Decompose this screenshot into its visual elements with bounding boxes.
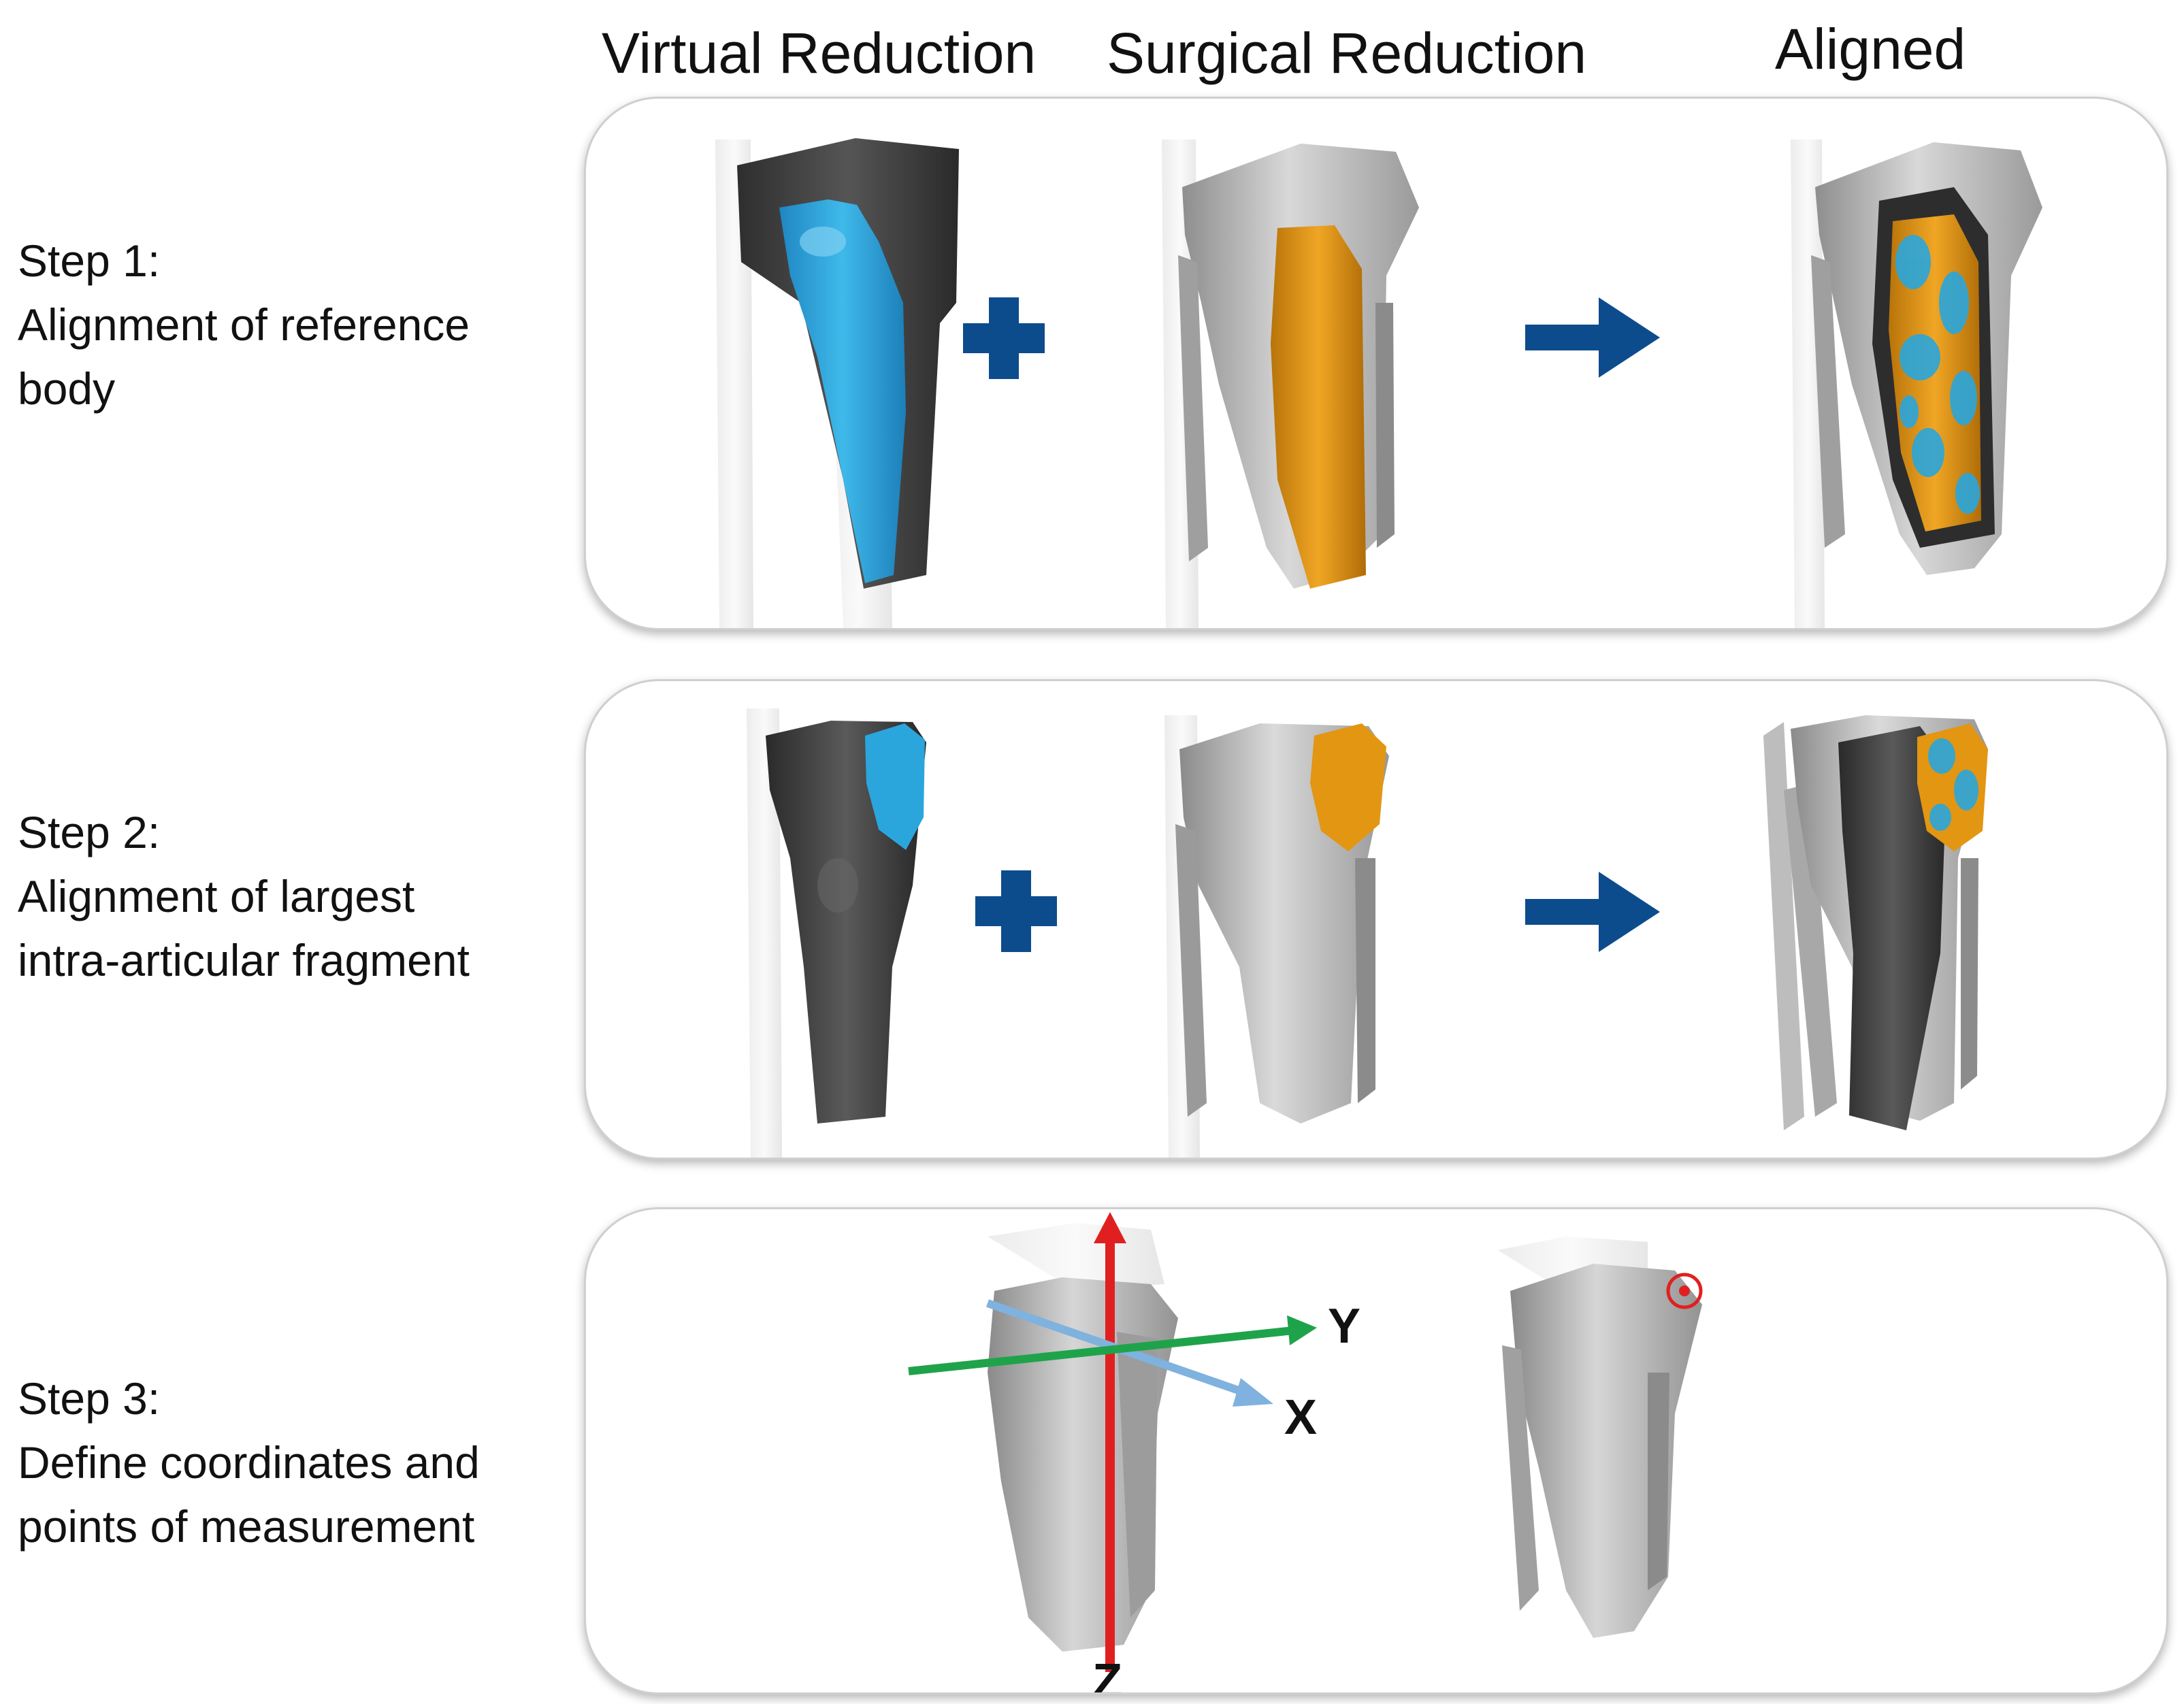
step-1-line-1: Alignment of reference [18, 299, 470, 350]
step-3-line-2: points of measurement [18, 1501, 475, 1552]
aligned-bone-1 [1791, 140, 2042, 628]
step-3-label: Step 3: Define coordinates and points of… [18, 1366, 480, 1558]
step-3-line-1: Define coordinates and [18, 1437, 480, 1488]
step-2-panel [584, 679, 2168, 1160]
step-3-title: Step 3: [18, 1373, 161, 1424]
step-1-title: Step 1: [18, 235, 161, 286]
aligned-bone-2 [1763, 715, 1988, 1130]
measurement-point-bone [1498, 1236, 1702, 1638]
plus-icon [963, 297, 1045, 379]
measurement-point-marker [1666, 1273, 1703, 1309]
x-axis-label: X [1284, 1390, 1317, 1445]
step-1-panel [584, 97, 2168, 630]
surgical-reduction-bone-2 [1164, 715, 1389, 1158]
column-heading-surgical-reduction: Surgical Reduction [1107, 21, 1587, 85]
step-2-line-2: intra-articular fragment [18, 935, 470, 985]
step-2-title: Step 2: [18, 807, 161, 857]
y-axis-label: Y [1328, 1299, 1360, 1354]
step-1-line-2: body [18, 363, 116, 414]
step-1-label: Step 1: Alignment of reference body [18, 229, 470, 421]
step-2-label: Step 2: Alignment of largest intra-artic… [18, 800, 470, 992]
coordinate-system-bone [988, 1223, 1178, 1652]
z-axis-label: Z [1092, 1654, 1122, 1692]
plus-icon [975, 870, 1057, 952]
arrow-right-icon [1525, 297, 1660, 378]
step-1-illustration [715, 138, 2042, 628]
step-3-panel: Y X Z [584, 1207, 2168, 1694]
step-2-illustration [747, 708, 1988, 1158]
arrow-right-icon [1525, 872, 1660, 952]
step-2-line-1: Alignment of largest [18, 871, 415, 921]
virtual-reduction-bone-1 [715, 138, 959, 628]
surgical-reduction-bone-1 [1162, 140, 1419, 628]
z-axis [1094, 1212, 1126, 1672]
y-axis [908, 1315, 1317, 1375]
step-3-illustration: Y X Z [908, 1212, 1703, 1692]
virtual-reduction-bone-2 [747, 708, 926, 1158]
column-heading-aligned: Aligned [1775, 17, 1966, 81]
column-heading-virtual-reduction: Virtual Reduction [602, 21, 1037, 85]
